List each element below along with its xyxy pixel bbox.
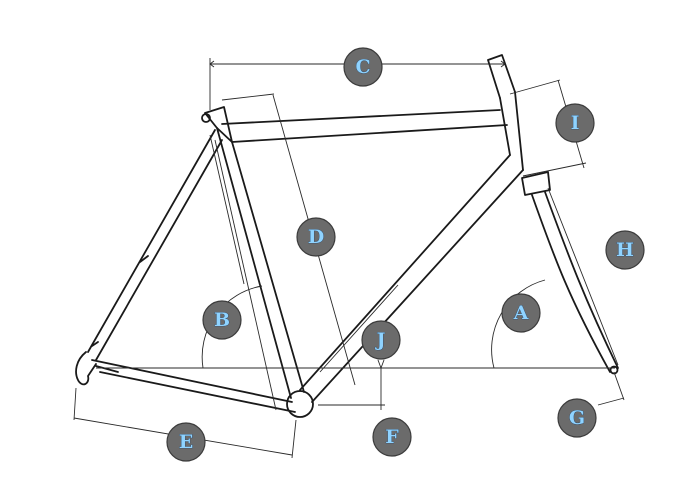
label-j-badge: J — [361, 320, 401, 360]
dimension-g-fork-offset — [597, 371, 625, 406]
label-g-text: G — [569, 407, 585, 429]
dimension-b-seat-angle — [201, 134, 277, 411]
label-c-badge: C — [343, 47, 383, 87]
label-e-text: E — [179, 431, 193, 453]
seat-stays — [87, 129, 223, 361]
down-tube — [299, 154, 524, 403]
dimension-j-stack — [319, 284, 399, 373]
head-tube — [487, 54, 551, 196]
label-d-badge: D — [296, 217, 336, 257]
label-g-badge: G — [557, 398, 597, 438]
label-a-text: A — [513, 302, 529, 324]
label-h-text: H — [616, 239, 634, 261]
label-i-text: I — [571, 112, 580, 134]
label-i-badge: I — [555, 103, 595, 143]
label-f-badge: F — [372, 417, 412, 457]
dimension-f-bb-drop — [318, 368, 385, 410]
label-f-text: F — [385, 426, 399, 448]
bottom-bracket — [286, 390, 314, 418]
label-b-badge: B — [202, 300, 242, 340]
dimension-h-fork-length — [547, 187, 619, 366]
label-h-badge: H — [605, 230, 645, 270]
seat-tube — [201, 106, 305, 399]
top-tube — [221, 109, 508, 143]
label-j-text: J — [375, 329, 386, 351]
label-d-text: D — [308, 226, 324, 248]
label-c-text: C — [355, 56, 370, 78]
label-a-badge: A — [501, 293, 541, 333]
fork — [531, 191, 619, 375]
rear-dropout — [75, 341, 99, 386]
label-b-text: B — [214, 309, 230, 331]
dimension-a-head-angle — [491, 279, 546, 369]
label-e-badge: E — [166, 422, 206, 462]
chain-stays — [91, 359, 296, 413]
